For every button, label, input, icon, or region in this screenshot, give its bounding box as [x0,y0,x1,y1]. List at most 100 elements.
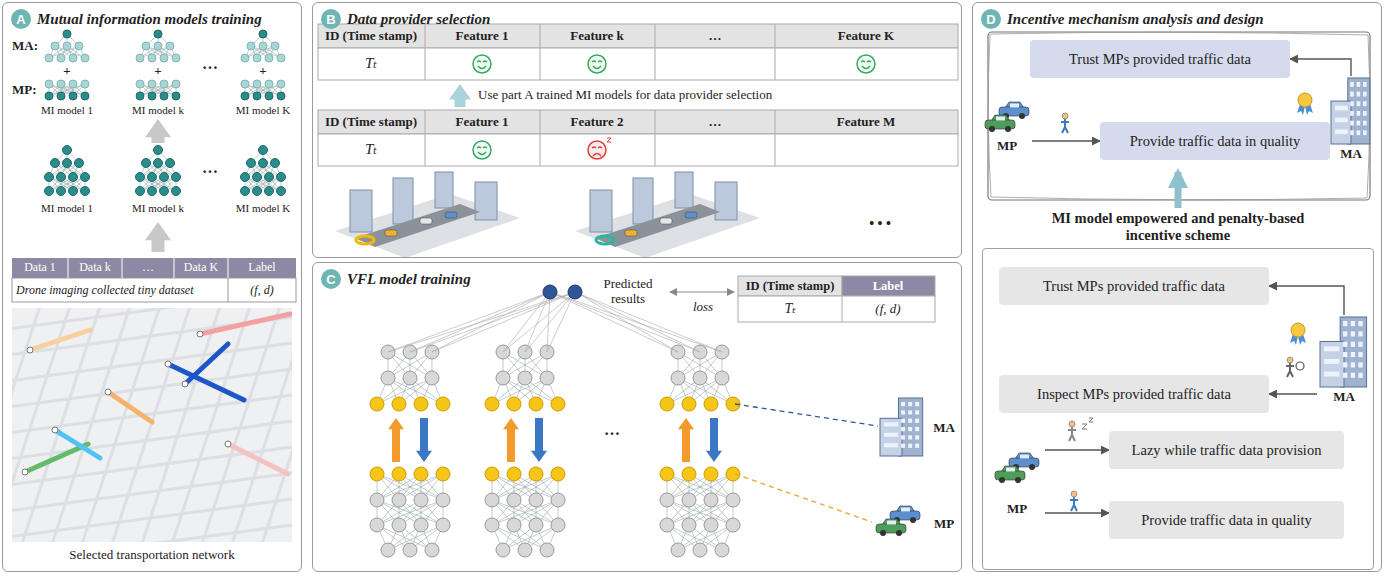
face-mouth [593,154,601,157]
network-neuron [370,467,384,481]
network-neuron [247,159,256,168]
mp-cars [876,506,920,536]
region-heading: MI model empowered and penalty-based inc… [982,210,1374,245]
table-header [12,258,296,278]
network-neuron [392,493,406,507]
network-neuron [436,397,450,411]
network-link [547,292,575,352]
network-neuron [529,397,543,411]
scheme-arrow [1175,172,1182,208]
person-body [1068,427,1076,441]
node-text: Trust MPs provided traffic data [1069,51,1251,68]
city-road [595,204,720,247]
relation-arrow [1045,512,1109,513]
network-neuron [726,467,740,481]
network-link [140,84,176,96]
table-divider [775,110,776,166]
network-link [245,84,281,96]
node-text: Provide traffic data in quality [1130,133,1300,150]
network-neuron [277,80,285,88]
table-divider [68,258,69,278]
building-window [915,444,919,448]
actor-icon: MA [1317,315,1371,405]
label-text: … [202,55,218,73]
label-slot: + [154,64,161,79]
network-junction [225,441,231,447]
table-divider [425,24,426,80]
network-neuron [45,187,54,196]
node-text: Lazy while traffic data provision [1132,442,1322,459]
label-slot: Tₜ [365,141,377,158]
person-head [1287,357,1293,363]
face-eyes [861,61,871,62]
panel-frame: DIncentive mechanism analysis and design… [972,2,1382,572]
panel-heading: CVFL model training [321,269,471,289]
car-window [887,521,896,525]
label-slot: Tₜ [784,301,795,317]
building-window [1363,130,1367,135]
network-link [432,292,575,352]
network-neuron [148,173,157,182]
network-link [667,500,733,525]
network-neuron [57,92,65,100]
label-slot: Feature 1 [456,29,509,44]
network-segment [228,444,288,474]
network-neuron [69,54,77,62]
label-text: … [709,29,722,44]
face-icon [473,55,491,73]
dashed-link [735,404,878,426]
output-neuron [543,285,557,299]
network-neuron [172,173,181,182]
table-header [738,276,842,296]
network-link [503,292,575,352]
city-car [385,230,397,236]
label-text: Tₜ [365,55,377,72]
building-window [1335,118,1348,123]
table-divider [655,110,656,166]
network-neuron [75,159,84,168]
building-window [915,435,919,439]
building-window [1363,111,1367,116]
label-text: … [142,261,154,275]
building-window [915,410,919,414]
table-divider [122,258,123,278]
network-neuron [63,146,72,155]
label-text: Predicted results [592,277,664,307]
table-divider [425,110,426,166]
network-link [377,500,443,525]
label-slot: Data K [184,261,218,275]
label-text: … [709,115,722,130]
network-link [140,177,176,191]
network-link [492,500,558,525]
panel-letter: B [321,9,341,29]
label-text: Drone imaging collected tiny dataset [16,284,194,298]
network-neuron [63,30,71,38]
network-link [503,292,550,352]
label-slot: Feature 1 [456,115,509,130]
car-window [901,508,910,512]
label-text: MA: [12,39,38,54]
network-neuron [671,371,685,385]
car-wheel [896,530,902,536]
person-head [1062,113,1068,119]
label-text: ID (Time stamp) [325,29,417,44]
network-neuron [414,493,428,507]
network-neuron [271,42,279,50]
network-neuron [259,30,267,38]
label-slot: Drone imaging collected tiny dataset [16,284,194,298]
label-text: ID (Time stamp) [325,115,417,130]
network-neuron [259,42,267,50]
network-link [245,84,281,96]
node-text: MI model empowered and penalty-based inc… [1028,210,1328,245]
label-slot: … [709,115,722,130]
label-slot: Label [248,261,275,275]
label-text: Feature 1 [456,115,509,130]
block-arrow [388,418,404,462]
network-neuron [253,80,261,88]
network-neuron [172,187,181,196]
network-neuron [45,80,53,88]
label-slot: (f, d) [875,302,900,317]
panel-heading: BData provider selection [321,9,490,29]
network-junction [52,427,58,433]
city-building [350,190,372,232]
